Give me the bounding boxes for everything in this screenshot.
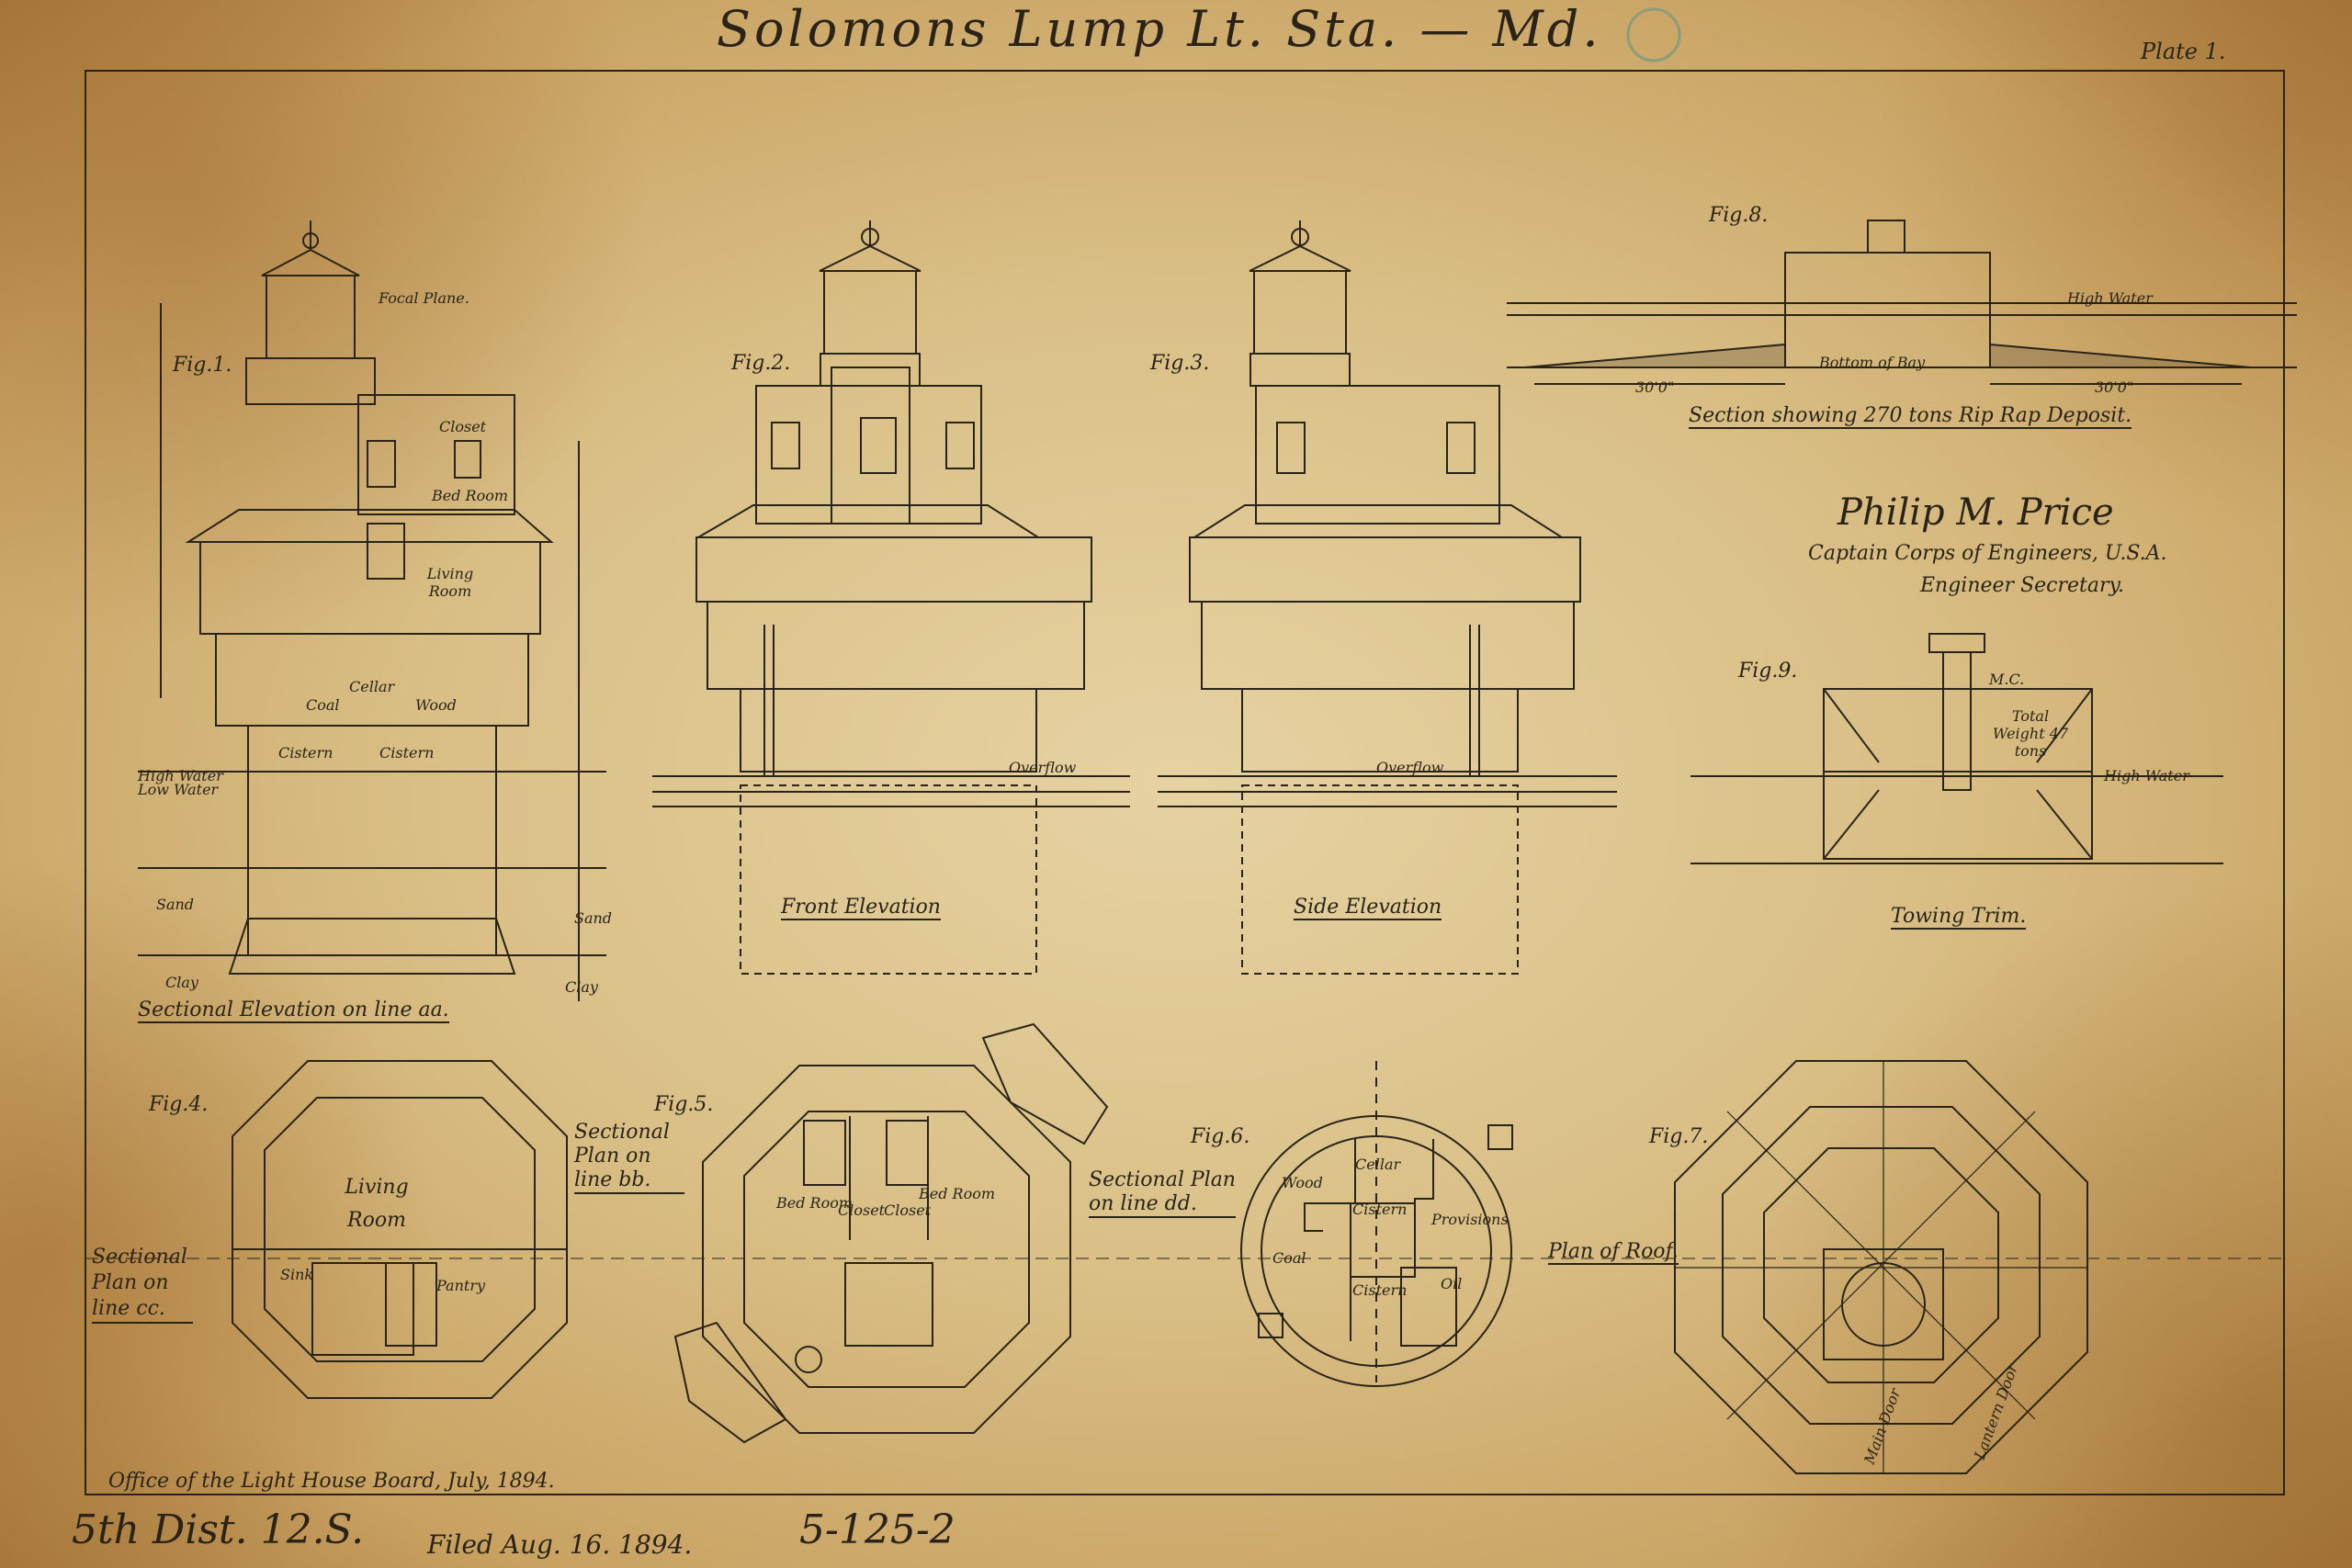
fig5-label-closet-left: Closet: [838, 1201, 886, 1219]
fig1-label-closet: Closet: [439, 418, 487, 435]
fig3-caption: Side Elevation: [1294, 896, 1442, 920]
fig5-label-closet-right: Closet: [884, 1201, 932, 1219]
fig1-caption: Sectional Elevation on line aa.: [138, 998, 449, 1023]
fig2-caption: Front Elevation: [781, 896, 941, 920]
fig5-caption: Sectional Plan on line bb.: [574, 1121, 684, 1194]
fig8-label-dim-left: 30'0": [1635, 378, 1675, 396]
fig9-towing-trim: [1690, 633, 2223, 864]
signature-title-1: Captain Corps of Engineers, U.S.A.: [1808, 542, 2167, 565]
fig1-label-cistern-left: Cistern: [278, 744, 334, 761]
fig3-number: Fig.3.: [1150, 352, 1210, 375]
page-title: Solomons Lump Lt. Sta. — Md.: [717, 0, 1602, 58]
border-frame: [85, 70, 2285, 1495]
fig1-number: Fig.1.: [173, 354, 232, 377]
fig6-number: Fig.6.: [1191, 1125, 1250, 1148]
fig6-caption: Sectional Plan on line dd.: [1089, 1168, 1236, 1218]
fig4-number: Fig.4.: [149, 1093, 209, 1116]
fig8-label-dim-right: 30'0": [2095, 378, 2134, 396]
stamp-circle: [1626, 7, 1681, 62]
fig6-label-wood: Wood: [1282, 1174, 1323, 1191]
fig6-label-cellar: Cellar: [1355, 1156, 1401, 1173]
fig2-label-overflow: Overflow: [1009, 759, 1077, 776]
fig7-plan-of-roof: [1674, 1060, 2088, 1474]
fig1-label-high-water: High Water: [138, 767, 223, 784]
fig3-side-elevation: [1158, 220, 1617, 975]
fig7-caption: Plan of Roof.: [1548, 1240, 1679, 1265]
signature: Philip M. Price: [1838, 491, 2114, 534]
fig9-label-total-weight: Total Weight 47 tons: [1992, 707, 2069, 760]
fig7-number: Fig.7.: [1649, 1125, 1709, 1148]
fig8-number: Fig.8.: [1709, 204, 1769, 227]
fig1-label-bed-room: Bed Room: [432, 487, 509, 504]
fig8-caption: Section showing 270 tons Rip Rap Deposit…: [1689, 404, 2132, 429]
fig2-front-elevation: [652, 220, 1130, 975]
fig1-label-cellar: Cellar: [349, 678, 395, 695]
fig1-label-focal-plane: Focal Plane.: [379, 289, 469, 307]
fig6-plan-dd: [1240, 1061, 1513, 1387]
fig8-label-bottom-of-bay: Bottom of Bay: [1819, 354, 1926, 371]
fig9-label-high-water: High Water: [2104, 767, 2189, 784]
fig4-label-sink: Sink: [280, 1266, 314, 1283]
filed-date: Filed Aug. 16. 1894.: [427, 1529, 693, 1560]
fig6-label-provisions: Provisions: [1431, 1211, 1509, 1228]
fig5-label-bed-room-right: Bed Room: [919, 1185, 996, 1202]
fig4-label-living-room: Living Room: [345, 1176, 409, 1232]
district-number: 5th Dist. 12.S.: [72, 1506, 365, 1553]
fig1-label-coal: Coal: [306, 696, 340, 714]
fig1-label-sand-left: Sand: [156, 896, 195, 913]
fig9-caption: Towing Trim.: [1891, 905, 2027, 930]
fig6-label-cistern-bottom: Cistern: [1352, 1281, 1408, 1299]
fig6-label-cistern-top: Cistern: [1352, 1201, 1408, 1218]
fig1-label-wood: Wood: [415, 696, 457, 714]
fig1-label-living-room: Living Room: [426, 565, 474, 600]
fig8-label-high-water: High Water: [2067, 289, 2153, 307]
fig1-label-low-water: Low Water: [138, 781, 219, 798]
fig8-riprap-section: [1507, 220, 2297, 385]
fig1-label-sand-right: Sand: [574, 909, 613, 927]
fig4-plan-cc: [232, 1060, 568, 1399]
signature-title-2: Engineer Secretary.: [1920, 574, 2124, 597]
fig5-number: Fig.5.: [654, 1093, 714, 1116]
fig4-label-pantry: Pantry: [436, 1277, 486, 1294]
fig9-number: Fig.9.: [1738, 660, 1798, 682]
fig6-label-oil: Oil: [1441, 1275, 1463, 1292]
file-number: 5-125-2: [799, 1506, 956, 1553]
plate-number: Plate 1.: [2141, 39, 2226, 64]
fig4-caption: Sectional Plan on line cc.: [92, 1245, 193, 1324]
fig9-label-mc: M.C.: [1989, 671, 2025, 688]
fig1-label-cistern-right: Cistern: [379, 744, 435, 761]
fig5-label-bed-room-left: Bed Room: [776, 1194, 854, 1212]
fig1-sectional-elevation: [138, 220, 606, 1001]
fig1-label-clay-left: Clay: [165, 974, 198, 991]
fig6-label-coal: Coal: [1272, 1249, 1306, 1267]
fig3-label-overflow: Overflow: [1376, 759, 1444, 776]
fig1-label-clay-right: Clay: [565, 978, 598, 996]
office-note: Office of the Light House Board, July, 1…: [108, 1470, 555, 1493]
fig2-number: Fig.2.: [731, 352, 791, 375]
fig5-plan-bb: [673, 1022, 1109, 1444]
